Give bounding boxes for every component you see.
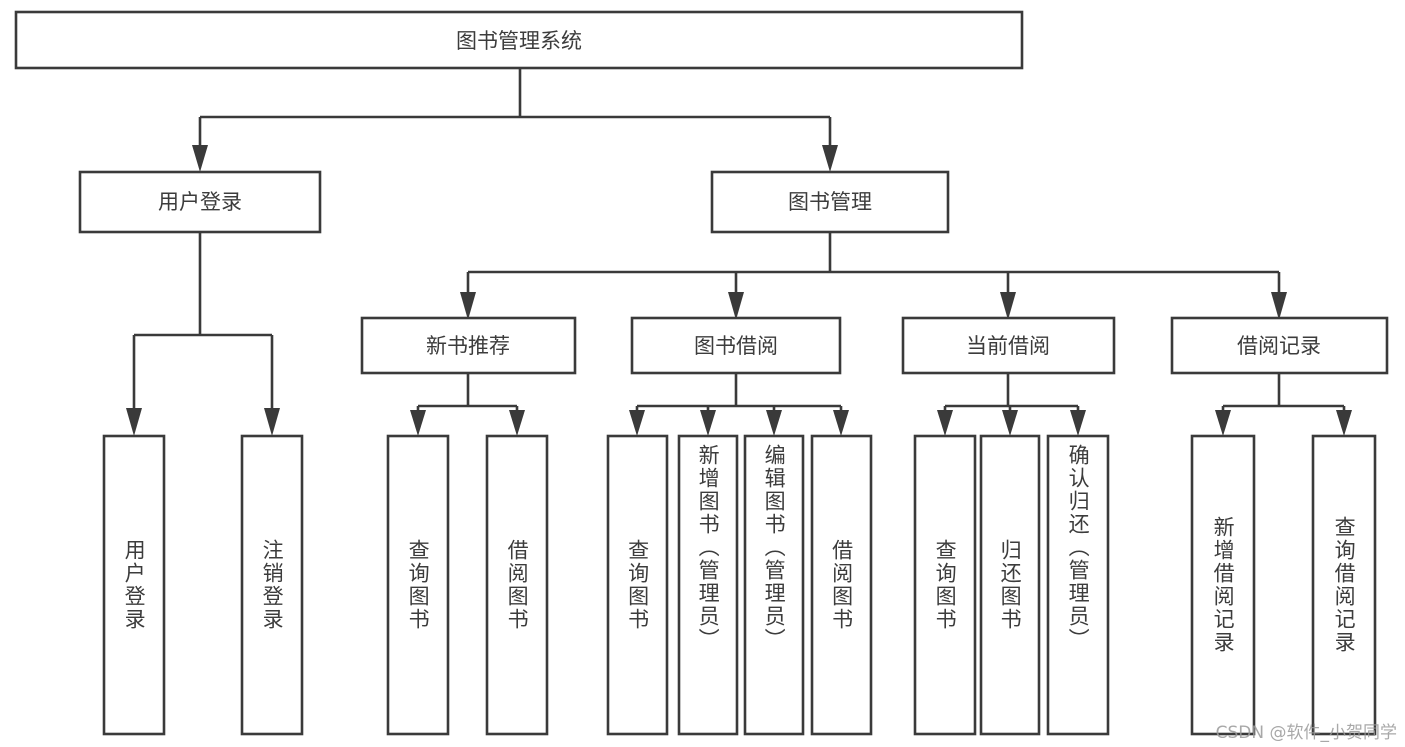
node-box-leaf-new-book-1[interactable] <box>386 434 450 736</box>
node-box-leaf-book-borrow-1[interactable] <box>606 434 669 736</box>
arrowhead-leaf-book-borrow-4 <box>833 410 849 436</box>
arrowhead-leaf-current-borrow-3 <box>1070 410 1086 436</box>
arrowhead-leaf-book-borrow-1 <box>629 410 645 436</box>
node-label-user-login: 用户登录 <box>158 190 242 214</box>
node-box-leaf-current-borrow-3[interactable] <box>1046 434 1110 736</box>
node-box-leaf-borrow-record-1[interactable] <box>1190 434 1256 736</box>
node-label-book-borrow: 图书借阅 <box>694 334 778 358</box>
node-box-leaf-user-login-2[interactable] <box>240 434 304 736</box>
arrowhead-leaf-borrow-record-2 <box>1336 410 1352 436</box>
arrowhead-leaf-current-borrow-1 <box>937 410 953 436</box>
node-box-user-login[interactable] <box>78 170 322 234</box>
node-box-leaf-borrow-record-2[interactable] <box>1311 434 1377 736</box>
node-box-leaf-current-borrow-2[interactable] <box>979 434 1041 736</box>
arrowhead-leaf-borrow-record-1 <box>1215 410 1231 436</box>
arrowhead-book-borrow <box>728 292 744 320</box>
node-box-borrow-record[interactable] <box>1170 316 1389 375</box>
node-box-leaf-current-borrow-1[interactable] <box>913 434 977 736</box>
node-label-borrow-record: 借阅记录 <box>1237 334 1321 358</box>
arrowhead-leaf-current-borrow-2 <box>1002 410 1018 436</box>
node-box-current-borrow[interactable] <box>901 316 1116 375</box>
arrowhead-leaf-book-borrow-3 <box>766 410 782 436</box>
arrowhead-leaf-user-login-1 <box>126 408 142 436</box>
arrowhead-leaf-book-borrow-2 <box>700 410 716 436</box>
node-box-leaf-book-borrow-2[interactable] <box>677 434 739 736</box>
node-box-leaf-new-book-2[interactable] <box>485 434 549 736</box>
arrowhead-new-book-recommend <box>460 292 476 320</box>
arrowhead-user-login <box>192 145 208 172</box>
arrowhead-borrow-record <box>1271 292 1287 320</box>
node-box-leaf-user-login-1[interactable] <box>102 434 166 736</box>
arrowhead-book-manage <box>822 145 838 172</box>
node-label-book-manage: 图书管理 <box>788 190 872 214</box>
node-label-new-book-recommend: 新书推荐 <box>426 334 510 358</box>
node-box-new-book-recommend[interactable] <box>360 316 577 375</box>
arrowhead-leaf-new-book-2 <box>509 410 525 436</box>
connector-layer <box>126 68 1352 436</box>
arrowhead-leaf-new-book-1 <box>410 410 426 436</box>
node-box-root[interactable] <box>14 10 1024 70</box>
node-box-book-manage[interactable] <box>710 170 950 234</box>
node-box-leaf-book-borrow-4[interactable] <box>810 434 873 736</box>
node-label-current-borrow: 当前借阅 <box>966 334 1050 358</box>
node-box-leaf-book-borrow-3[interactable] <box>743 434 805 736</box>
node-label-root: 图书管理系统 <box>456 29 582 53</box>
arrowhead-current-borrow <box>1000 292 1016 320</box>
node-layer: 图书管理系统 用户登录 图书管理 新书推荐 图书借阅 当前借阅 借阅记录 <box>14 10 1389 736</box>
node-box-book-borrow[interactable] <box>630 316 842 375</box>
arrowhead-leaf-user-login-2 <box>264 408 280 436</box>
